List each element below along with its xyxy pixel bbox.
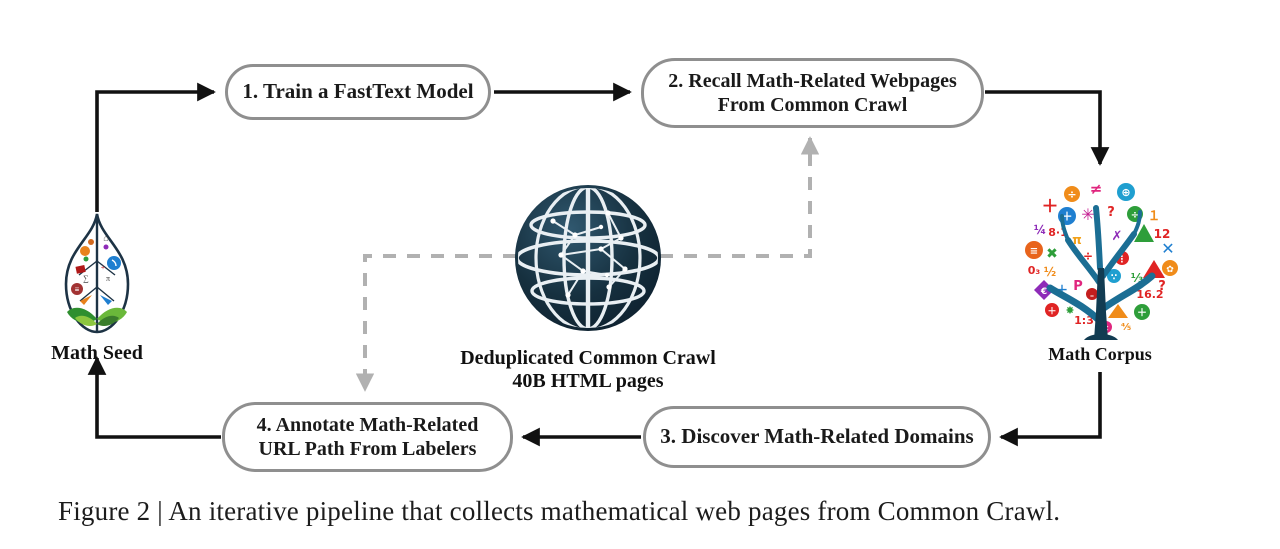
dashed-arrow-crawl-to-step4 (355, 254, 588, 392)
svg-text:１: １ (1147, 209, 1160, 224)
svg-text:⋮: ⋮ (1118, 255, 1127, 265)
step-box-3: 3. Discover Math-Related Domains (643, 406, 991, 468)
step-box-4: 4. Annotate Math-Related URL Path From L… (222, 402, 513, 472)
svg-text:–: – (1090, 291, 1094, 300)
svg-text:π: π (1072, 233, 1082, 247)
svg-text:½: ½ (1044, 265, 1056, 279)
svg-text:＋: ＋ (1042, 197, 1059, 217)
arrow-step2-to-corpus (985, 90, 1110, 166)
common-crawl-caption: Deduplicated Common Crawl 40B HTML pages (438, 347, 738, 393)
dashed-arrow-crawl-to-step2 (588, 136, 820, 258)
svg-text:＋: ＋ (1047, 306, 1056, 317)
svg-text:16.2: 16.2 (1136, 288, 1163, 301)
step-4-label-line2: URL Path From Labelers (258, 438, 477, 460)
math-seed-label: Math Seed (51, 342, 143, 364)
svg-text:＋: ＋ (1137, 307, 1147, 319)
common-crawl-caption-line1: Deduplicated Common Crawl (460, 347, 716, 369)
arrow-step4-to-seed (87, 356, 221, 439)
svg-text:≠: ≠ (1090, 180, 1103, 198)
step-3-label: 3. Discover Math-Related Domains (660, 424, 974, 449)
math-corpus-tree-icon: ÷ ⊕ ≠ ＋ ＋ ✳ ? ÷ １ ¼ 8·1 ≡ 12 ✕ π ✗ ✖ ÷ ⋮ (1022, 172, 1180, 349)
svg-text:€: € (1040, 287, 1047, 297)
svg-text:✗: ✗ (1112, 229, 1123, 244)
step-box-1: 1. Train a FastText Model (225, 64, 491, 120)
svg-text:⌂: ⌂ (103, 233, 108, 243)
step-2-label-line1: 2. Recall Math-Related Webpages (668, 69, 957, 92)
arrow-corpus-to-step3 (999, 372, 1102, 447)
svg-text:P: P (1073, 279, 1083, 294)
svg-text:π: π (106, 274, 110, 283)
common-crawl-caption-line2: 40B HTML pages (512, 370, 664, 392)
svg-text:✕: ✕ (1161, 239, 1174, 258)
svg-text:+: + (101, 263, 106, 272)
svg-text:÷: ÷ (1083, 249, 1093, 263)
svg-text:⊕: ⊕ (1121, 186, 1130, 199)
svg-text:≡: ≡ (75, 285, 80, 294)
step-2-label-line2: From Common Crawl (717, 94, 908, 116)
svg-text:✖: ✖ (1046, 246, 1058, 262)
svg-text:✿: ✿ (1166, 265, 1174, 275)
svg-text:0₃: 0₃ (1028, 264, 1041, 277)
svg-text:⅘: ⅘ (1121, 322, 1131, 333)
figure-caption: Figure 2 | An iterative pipeline that co… (58, 496, 1061, 526)
svg-text:✸: ✸ (1065, 304, 1074, 317)
step-4-label-line1: 4. Annotate Math-Related (256, 413, 479, 436)
math-corpus-label: Math Corpus (1048, 344, 1152, 364)
svg-text:?: ? (1158, 279, 1166, 294)
step-box-2: 2. Recall Math-Related Webpages From Com… (641, 58, 984, 128)
svg-text:∵: ∵ (1111, 273, 1117, 283)
svg-text:＋: ＋ (1062, 210, 1073, 223)
step-1-label: 1. Train a FastText Model (242, 79, 474, 104)
svg-text:✳: ✳ (1081, 205, 1094, 224)
svg-text:¼: ¼ (1034, 223, 1046, 237)
svg-text:1:3: 1:3 (1074, 314, 1094, 327)
svg-text:÷: ÷ (1131, 210, 1139, 221)
svg-text:≡: ≡ (1030, 246, 1038, 257)
svg-text:?: ? (1107, 205, 1115, 220)
arrow-seed-to-step1 (95, 82, 216, 212)
svg-text:÷: ÷ (1067, 188, 1076, 201)
common-crawl-globe-icon (513, 183, 663, 338)
math-seed-leaf-icon: ≡ ⌂ ∑ π + (56, 211, 138, 342)
svg-text:∑: ∑ (83, 274, 89, 283)
svg-text:12: 12 (1154, 227, 1171, 241)
